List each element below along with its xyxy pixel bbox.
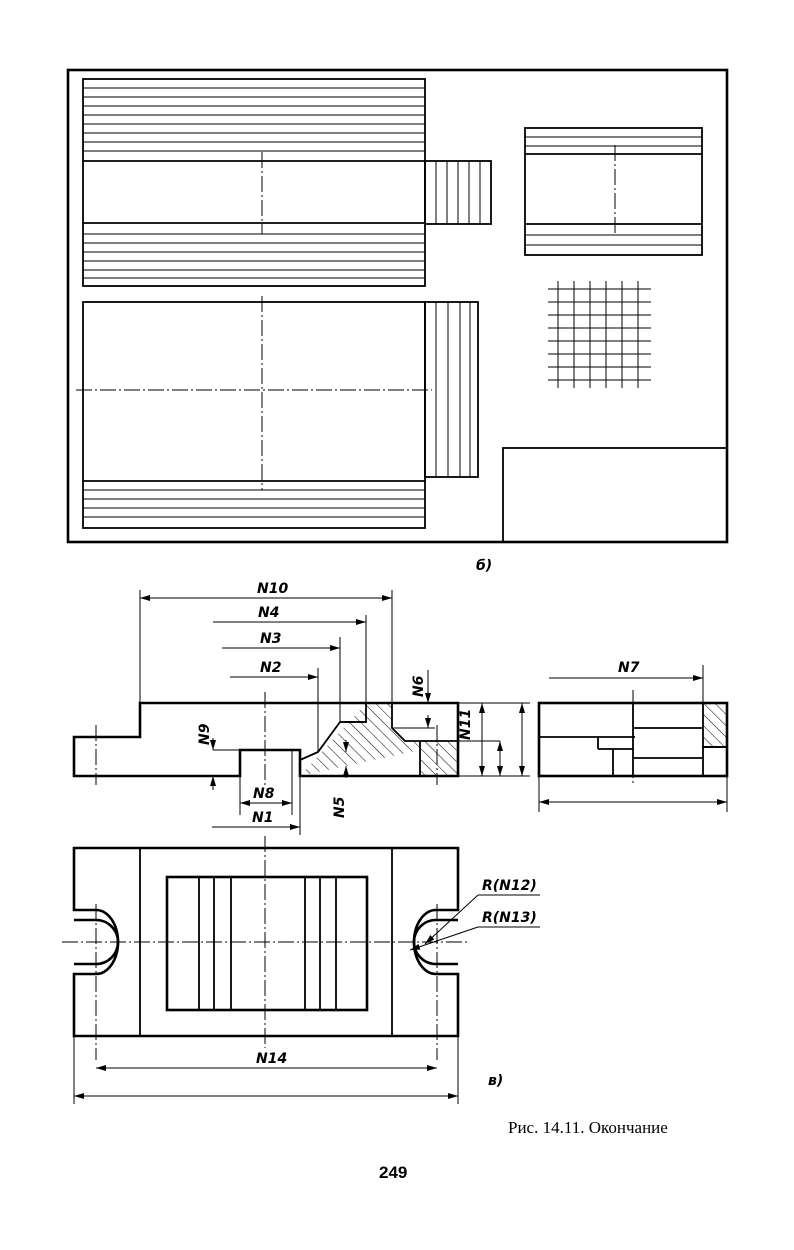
dim-n4: N4 xyxy=(258,605,279,621)
dim-n10: N10 xyxy=(257,581,288,597)
view-top-right xyxy=(524,127,703,256)
side-view: N7 xyxy=(537,660,729,812)
dim-n5: N5 xyxy=(332,796,348,818)
subfigure-b-label: б) xyxy=(476,558,492,574)
dim-n12: R(N12) xyxy=(482,878,537,894)
dim-n2: N2 xyxy=(260,660,281,676)
view-top-left xyxy=(82,78,492,287)
subfigure-v-label: в) xyxy=(488,1073,503,1089)
hatch-lines-top xyxy=(83,87,425,152)
sheet-frame xyxy=(66,68,729,544)
dim-n7: N7 xyxy=(618,660,640,676)
grid-block xyxy=(548,281,651,388)
title-block xyxy=(502,447,728,543)
dim-n9: N9 xyxy=(197,723,213,745)
figure-caption: Рис. 14.11. Окончание xyxy=(508,1118,668,1137)
dimension-lines-front: N10 N4 N3 N2 N8 N1 N9 N5 N6 N11 xyxy=(139,581,530,835)
dim-n13: R(N13) xyxy=(482,910,537,926)
dim-n11: N11 xyxy=(458,709,474,740)
front-section-view xyxy=(72,692,460,788)
page-number: 249 xyxy=(379,1163,407,1182)
hatch-lines-bottom xyxy=(83,233,425,279)
top-view: R(N12) R(N13) N14 xyxy=(62,836,540,1104)
dim-n1: N1 xyxy=(252,810,273,826)
dim-n8: N8 xyxy=(253,786,275,802)
view-bottom-left xyxy=(76,296,479,529)
hatched-section xyxy=(300,703,458,776)
dim-n3: N3 xyxy=(260,631,281,647)
sheet-layout-b: б) xyxy=(66,68,729,574)
dim-n14: N14 xyxy=(256,1051,287,1067)
dim-n6: N6 xyxy=(411,675,427,697)
